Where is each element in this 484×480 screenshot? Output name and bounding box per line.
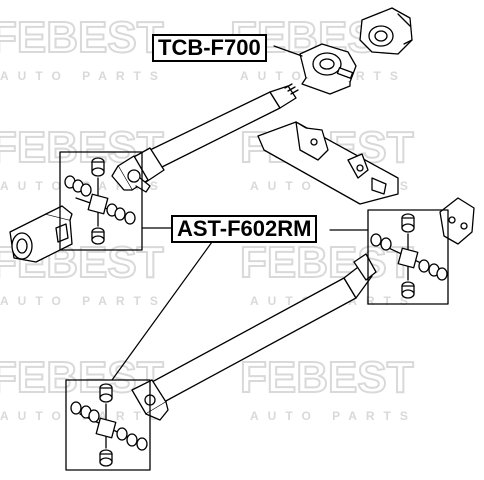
watermark-sub: AUTO PARTS	[0, 409, 167, 423]
crossmember-bracket	[257, 121, 399, 205]
ujoint-kit-left	[59, 151, 143, 251]
watermark-sub: AUTO PARTS	[250, 409, 417, 423]
leader-lines	[111, 45, 369, 381]
yoke-flange-top	[359, 7, 413, 55]
leader-tcb	[273, 45, 303, 57]
mount-bracket-right	[439, 197, 475, 245]
center-support-bearing	[299, 43, 357, 95]
part-number-ast: AST-F602RM	[171, 215, 318, 243]
slip-yoke-left	[9, 205, 73, 263]
part-number-tcb: TCB-F700	[152, 34, 267, 62]
watermark-sub: AUTO PARTS	[0, 69, 167, 83]
watermark-brand: FEBEST	[240, 353, 414, 402]
propeller-shaft-lower	[131, 253, 377, 421]
ujoint-kit-right	[367, 209, 449, 305]
ujoint-kit-bottom	[65, 379, 151, 471]
watermark-brand: FEBEST	[0, 13, 164, 62]
leader-ast-bottom	[111, 241, 213, 381]
propeller-shaft-upper	[111, 83, 299, 193]
watermark-sub: AUTO PARTS	[0, 294, 167, 308]
